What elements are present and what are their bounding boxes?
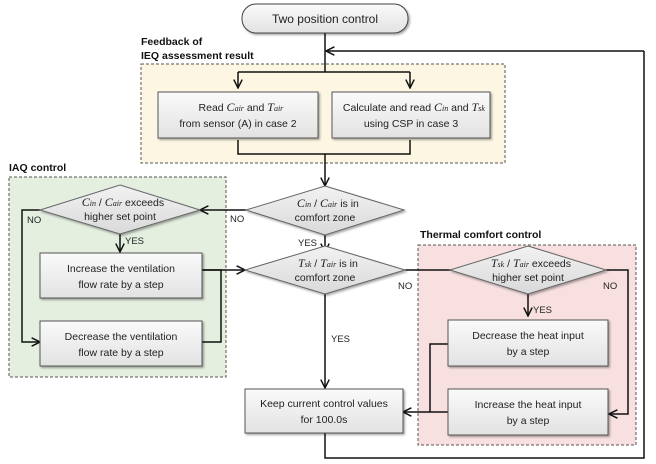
read-sensor-line2: from sensor (A) in case 2	[179, 118, 296, 130]
edge-c-exceeds-no	[21, 209, 40, 342]
t-exceeds-decision: Tsk / Tair exceeds higher set point	[448, 245, 608, 295]
label-yes-c-comfort: YES	[298, 238, 317, 249]
label-no-c-exceeds: NO	[27, 215, 41, 226]
svg-text:by a step: by a step	[507, 415, 550, 427]
svg-text:flow rate by a step: flow rate by a step	[78, 279, 163, 291]
svg-text:higher set point: higher set point	[84, 211, 156, 223]
edge-keep-loop	[324, 51, 645, 459]
c-comfort-decision: Cin / Cair is in comfort zone	[244, 185, 406, 236]
keep-values-box: Keep current control values for 100.0s	[244, 388, 404, 434]
svg-text:higher set point: higher set point	[492, 272, 564, 284]
svg-text:flow rate by a step: flow rate by a step	[78, 347, 163, 359]
svg-text:Decrease the ventilation: Decrease the ventilation	[65, 331, 178, 343]
t-comfort-decision: Tsk / Tair is in comfort zone	[243, 245, 407, 295]
edge-t-exceeds-no	[606, 269, 629, 414]
feedback-group-title-line2: IEQ assessment result	[141, 50, 254, 62]
thermal-group-title: Thermal comfort control	[420, 229, 541, 241]
svg-text:comfort zone: comfort zone	[295, 272, 356, 284]
svg-text:Calculate and read Cin and Tsk: Calculate and read Cin and Tsk	[322, 100, 499, 114]
connectors	[21, 33, 645, 459]
svg-text:Read Cair and Tair: Read Cair and Tair	[178, 100, 298, 114]
decrease-ventilation-box: Decrease the ventilation flow rate by a …	[39, 320, 203, 367]
start-label: Two position control	[272, 12, 378, 26]
increase-heat-box: Increase the heat input by a step	[447, 388, 609, 436]
calc-csp-box: Calculate and read Cin and Tsk using CSP…	[322, 91, 499, 139]
svg-text:Tsk / Tair is in: Tsk / Tair is in	[278, 256, 373, 270]
c-exceeds-decision: Cin / Cair exceeds higher set point	[38, 184, 202, 235]
feedback-group-title-line1: Feedback of	[141, 36, 203, 48]
svg-text:for 100.0s: for 100.0s	[301, 414, 348, 426]
svg-text:Keep current control values: Keep current control values	[260, 398, 388, 410]
decrease-heat-box: Decrease the heat input by a step	[447, 319, 609, 367]
read-sensor-box: Read Cair and Tair from sensor (A) in ca…	[157, 91, 319, 139]
svg-text:Cin / Cair is in: Cin / Cair is in	[277, 196, 374, 210]
svg-text:Decrease the heat input: Decrease the heat input	[472, 330, 584, 342]
start-terminator: Two position control	[241, 3, 409, 34]
increase-ventilation-box: Increase the ventilation flow rate by a …	[39, 252, 203, 299]
svg-text:comfort zone: comfort zone	[295, 212, 356, 224]
svg-text:by a step: by a step	[507, 346, 550, 358]
label-yes-t-exceeds: YES	[533, 305, 552, 316]
label-no-c-comfort: NO	[230, 214, 244, 225]
label-yes-t-comfort: YES	[331, 334, 350, 345]
label-yes-c-exceeds: YES	[125, 236, 144, 247]
iaq-group-title: IAQ control	[9, 162, 66, 174]
svg-text:Increase the heat input: Increase the heat input	[475, 399, 582, 411]
calc-csp-line2: using CSP in case 3	[364, 118, 459, 130]
svg-text:Cin / Cair exceeds: Cin / Cair exceeds	[61, 195, 178, 209]
edge-merge-left	[237, 140, 411, 155]
svg-text:Tsk / Tair exceeds: Tsk / Tair exceeds	[470, 256, 585, 270]
svg-text:Increase the ventilation: Increase the ventilation	[67, 263, 175, 275]
label-no-t-exceeds: NO	[603, 281, 617, 292]
label-no-t-comfort: NO	[398, 281, 412, 292]
edge-heat-out	[429, 343, 448, 412]
